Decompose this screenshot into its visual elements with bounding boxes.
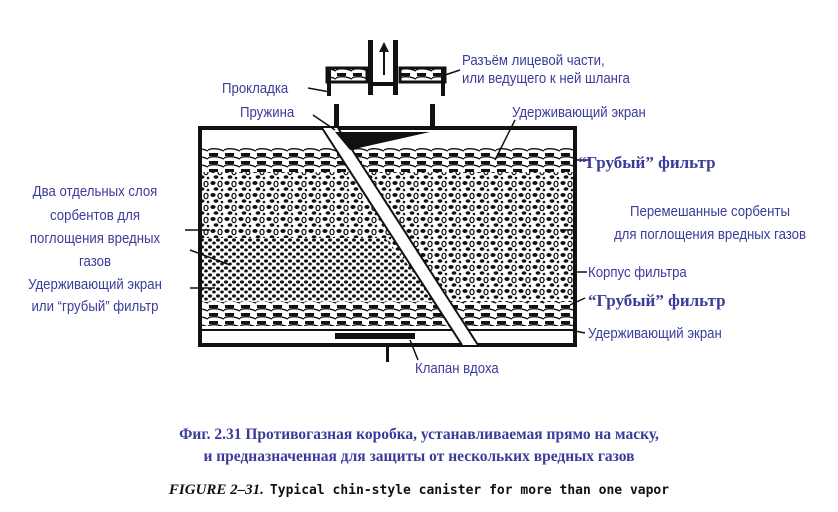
figure-label: FIGURE 2–31. <box>168 482 264 498</box>
label-two-layers: Два отдельных слоя <box>32 183 158 200</box>
caption-ru-line2: и предназначенная для защиты от нескольк… <box>203 448 635 465</box>
label-connector: Разъём лицевой части, <box>462 52 605 69</box>
label-inhalation-valve: Клапан вдоха <box>415 360 499 377</box>
label-retaining-screen-top: Удерживающий экран <box>512 104 646 121</box>
label-coarse-filter-top: “Грубый” фильтр <box>578 153 716 172</box>
label-two-layers-3: поглощения вредных <box>29 230 161 247</box>
label-retaining-or-coarse: Удерживающий экран <box>28 276 162 293</box>
leader-lines <box>185 69 590 361</box>
label-two-layers-2: сорбентов для <box>50 207 140 224</box>
label-gasket: Прокладка <box>222 80 289 97</box>
label-coarse-filter-bottom: “Грубый” фильтр <box>588 291 726 310</box>
canister-body <box>198 126 577 362</box>
caption-ru-line1: Фиг. 2.31 Противогазная коробка, устанав… <box>179 426 659 443</box>
figure-text: Typical chin-style canister for more tha… <box>269 483 670 498</box>
label-mixed-sorbents: Перемешанные сорбенты <box>630 203 790 220</box>
label-retaining-screen-bottom: Удерживающий экран <box>588 325 722 342</box>
label-connector-line2: или ведущего к ней шланга <box>462 70 630 87</box>
label-housing: Корпус фильтра <box>588 264 687 281</box>
connector <box>325 40 447 96</box>
label-mixed-sorbents-2: для поглощения вредных газов <box>613 226 807 243</box>
neck <box>334 104 435 130</box>
label-spring: Пружина <box>240 104 295 121</box>
label-retaining-or-coarse-2: или “грубый” фильтр <box>31 298 159 315</box>
label-two-layers-4: газов <box>79 253 111 270</box>
caption-en: FIGURE 2–31. Typical chin-style canister … <box>0 482 838 499</box>
